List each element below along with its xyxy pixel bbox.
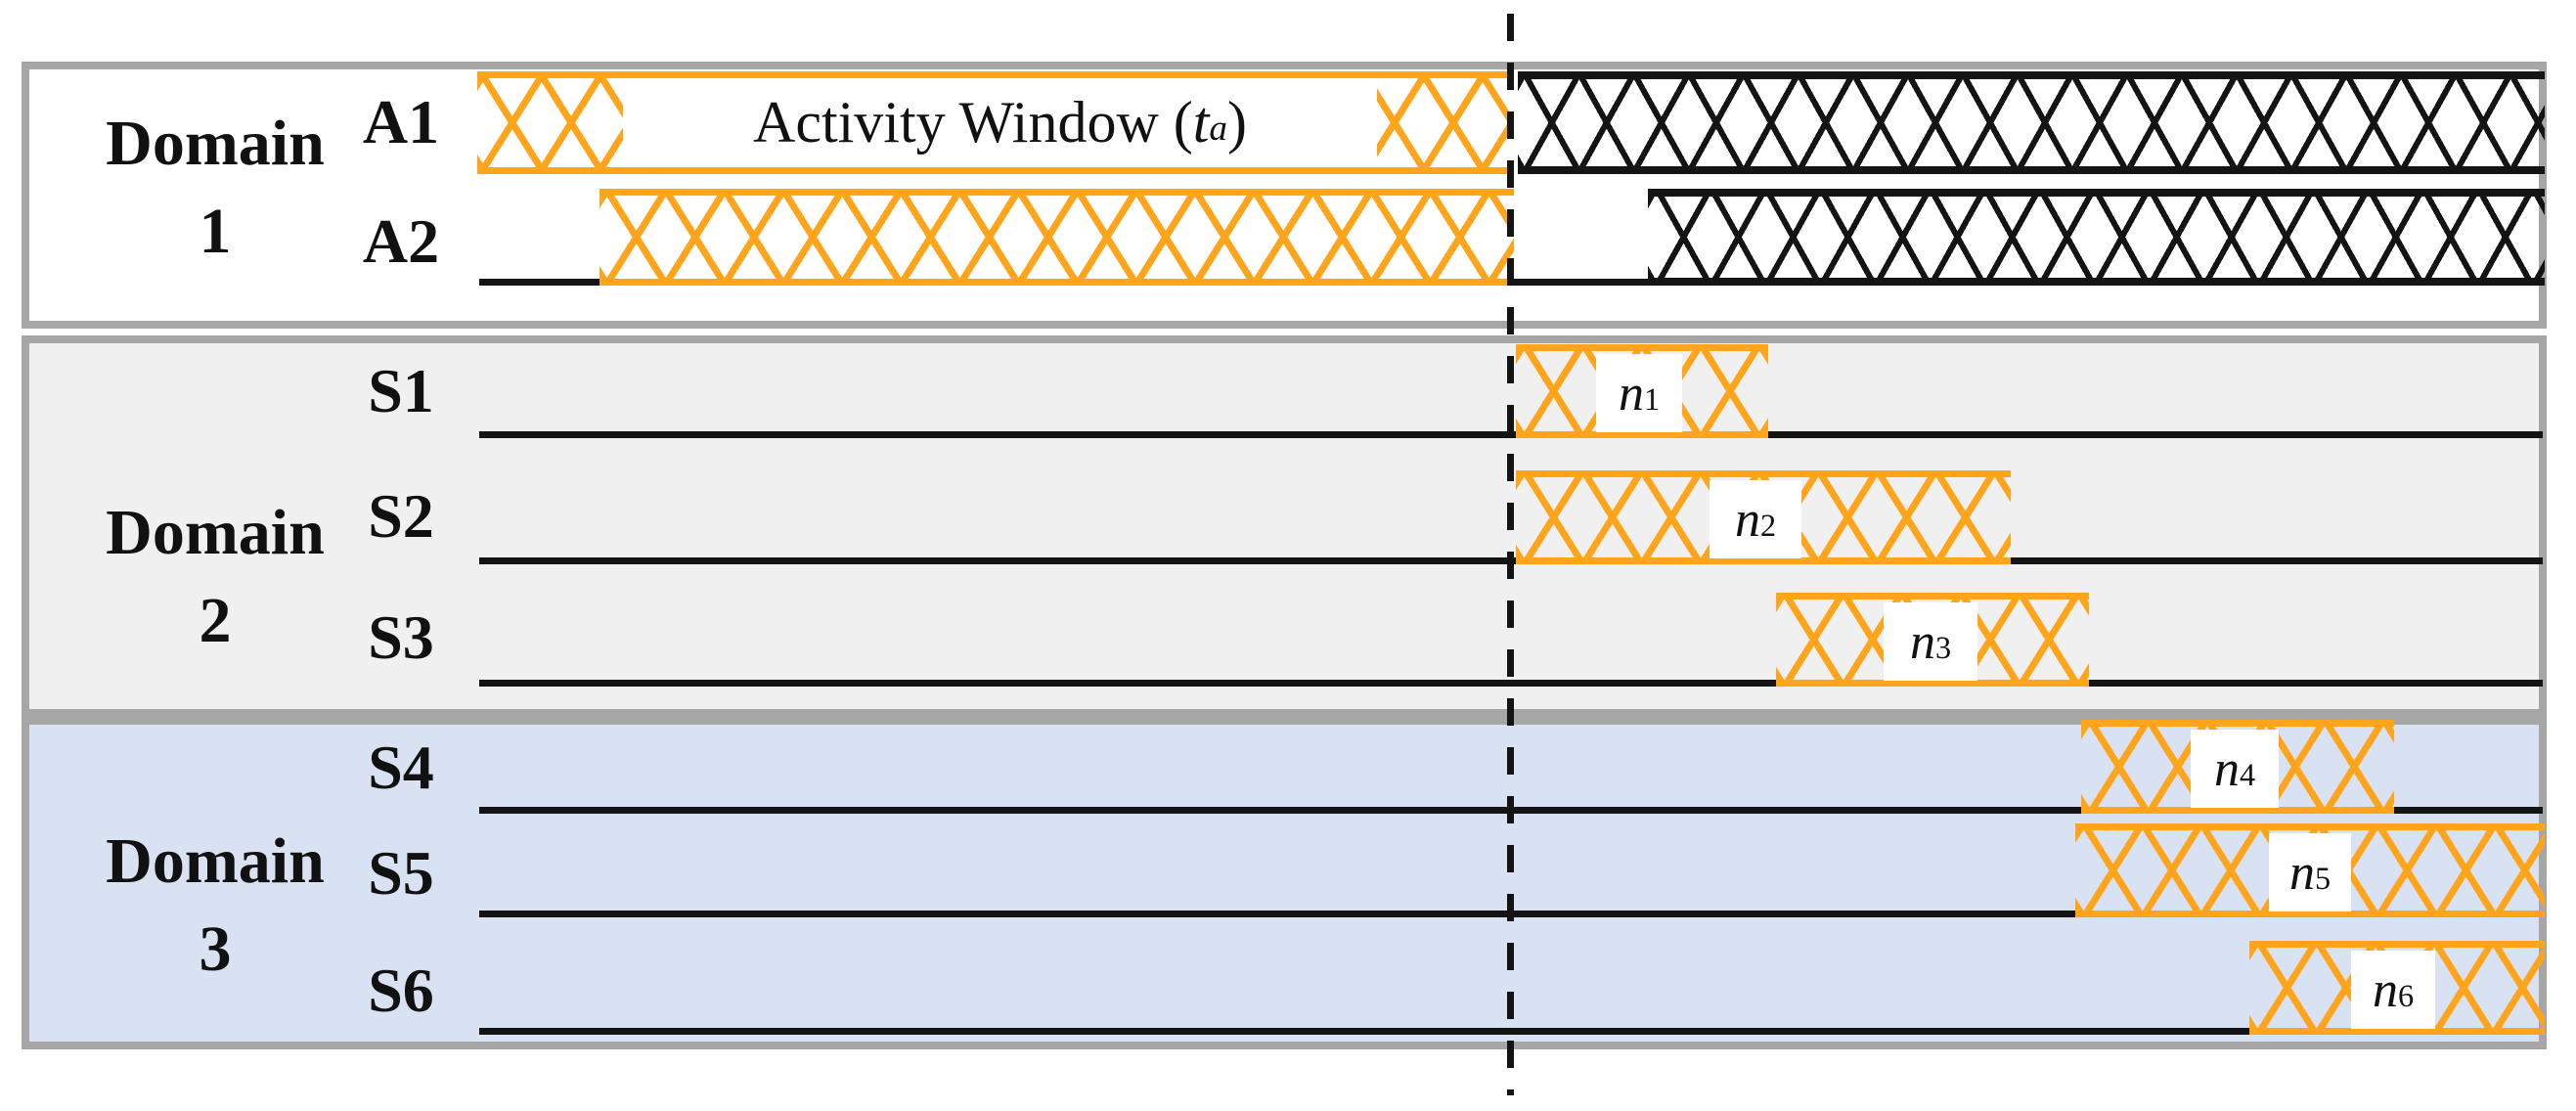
a2-orange-activity-bar xyxy=(600,189,1514,286)
row-label-s3: S3 xyxy=(368,602,434,672)
row-label-s4: S4 xyxy=(368,733,434,802)
n2-symbol: n xyxy=(1734,491,1760,548)
row-label-a2: A2 xyxy=(362,206,440,276)
domain-2-label-line1: Domain xyxy=(106,497,325,568)
dashed-divider-line xyxy=(1507,14,1514,1095)
row-label-s6: S6 xyxy=(368,955,434,1025)
activity-window-label-subscript: a xyxy=(1209,109,1228,150)
domain-1-label-line1: Domain xyxy=(106,108,325,179)
a2-black-activity-bar xyxy=(1648,189,2545,286)
n5-symbol: n xyxy=(2288,844,2315,901)
n6-symbol: n xyxy=(2372,961,2398,1018)
domain-3-label-line1: Domain xyxy=(106,825,325,897)
activity-window-label-symbol: t xyxy=(1192,90,1210,155)
row-label-s5: S5 xyxy=(368,838,434,908)
activity-window-label-suffix: ) xyxy=(1227,90,1247,155)
domain-1-label: Domain 1 xyxy=(29,100,401,276)
n3-symbol: n xyxy=(1909,613,1935,670)
n1-symbol: n xyxy=(1618,365,1644,422)
activity-window-label-prefix: Activity Window ( xyxy=(752,90,1193,155)
domain-2-box xyxy=(22,335,2547,717)
n4-symbol: n xyxy=(2213,740,2240,797)
domain-2-label-line2: 2 xyxy=(199,585,232,656)
domain-3-label: Domain 3 xyxy=(29,818,401,994)
domain-2-label: Domain 2 xyxy=(29,489,401,665)
a1-black-activity-bar xyxy=(1518,71,2545,174)
domain-3-label-line2: 3 xyxy=(199,913,232,985)
row-label-s1: S1 xyxy=(368,356,434,425)
domain-1-label-line2: 1 xyxy=(199,196,232,267)
row-label-s2: S2 xyxy=(368,481,434,551)
row-label-a1: A1 xyxy=(362,87,440,156)
